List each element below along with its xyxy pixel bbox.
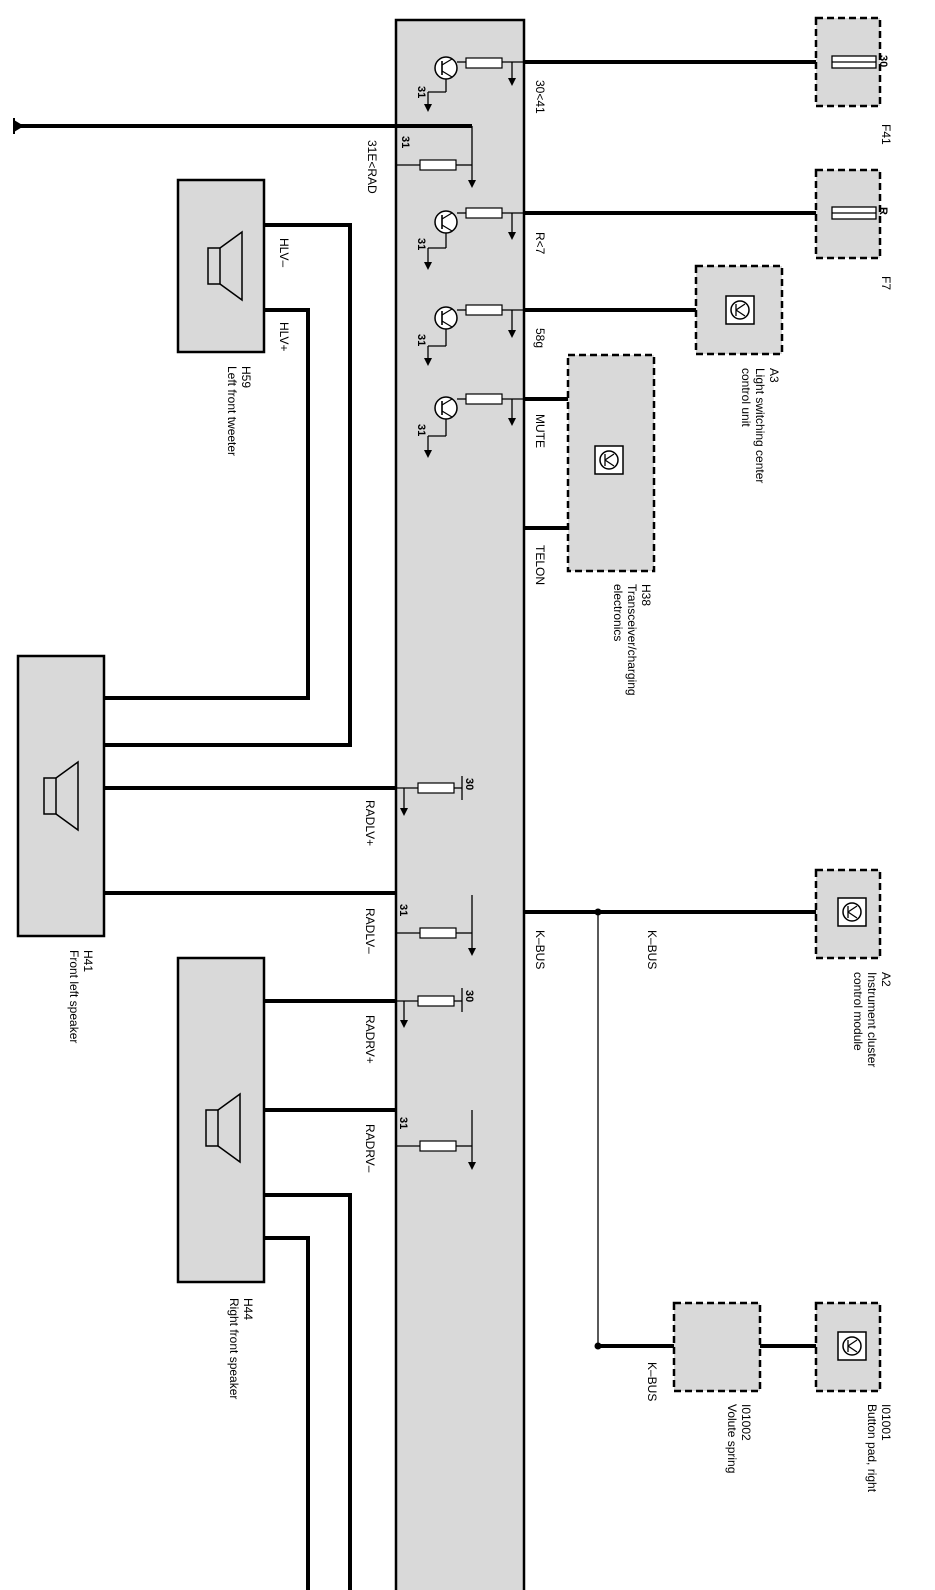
pin-label-radrv-plus: RADRV+ xyxy=(363,1015,377,1064)
gnd-31-b: 31 xyxy=(399,136,411,148)
bias-radlv-plus xyxy=(396,776,463,816)
speaker-h44 xyxy=(176,956,266,1284)
gnd-31-e: 31 xyxy=(415,424,427,436)
label-h44-line1: Right front speaker xyxy=(227,1298,241,1399)
wire-hlv-minus xyxy=(103,223,352,747)
wire-hlv-plus xyxy=(103,308,310,700)
wire-h44-out1 xyxy=(265,1193,352,1590)
label-a2-kbus: K–BUS xyxy=(645,930,659,969)
label-a2-line1: Instrument cluster xyxy=(865,972,879,1067)
output-stage-r7 xyxy=(424,207,524,270)
pin-label-31e-rad: 31E<RAD xyxy=(365,140,379,194)
gnd-31-f: 31 xyxy=(397,904,409,916)
gnd-31-a: 31 xyxy=(415,86,427,98)
pin-label-30-41: 30<41 xyxy=(533,80,547,114)
module-h38 xyxy=(566,353,656,573)
label-h59-line1: Left front tweeter xyxy=(225,366,239,456)
pin-label-58g: 58g xyxy=(533,328,547,348)
label-a2-line2: control module xyxy=(851,972,865,1051)
label-f7-id: F7 xyxy=(879,276,893,290)
ecu-icon xyxy=(837,1331,867,1361)
ecu-icon xyxy=(837,897,867,927)
label-h38-id: H38 xyxy=(639,584,653,606)
label-a3-line1: Light switching center xyxy=(753,368,767,483)
label-h38-line1: Transceiver/charging xyxy=(625,584,639,696)
ecu-icon xyxy=(594,445,624,475)
pin-label-telon: TELON xyxy=(533,545,547,585)
label-h41-line1: Front left speaker xyxy=(67,950,81,1043)
module-i01001 xyxy=(814,1301,882,1393)
label-h38-line2: electronics xyxy=(611,584,625,641)
module-a2 xyxy=(814,868,882,960)
pin-label-r7: R<7 xyxy=(533,232,547,255)
label-h41-id: H41 xyxy=(81,950,95,972)
wire-h44-out2 xyxy=(265,1236,310,1590)
module-a3 xyxy=(694,264,784,356)
fuse-f41 xyxy=(814,16,882,108)
ground-31e-rad xyxy=(396,130,476,188)
sup-30-b: 30 xyxy=(463,990,475,1002)
wire-label-hlv-plus: HLV+ xyxy=(277,322,291,351)
label-i01001-id: I01001 xyxy=(879,1404,893,1441)
gnd-31-g: 31 xyxy=(397,1117,409,1129)
pin-num-f7: R xyxy=(877,207,889,215)
pin-label-radrv-minus: RADRV– xyxy=(363,1124,377,1173)
label-i01002-kbus: K–BUS xyxy=(645,1362,659,1401)
pin-label-kbus: K–BUS xyxy=(533,930,547,969)
label-h44-id: H44 xyxy=(241,1298,255,1320)
sup-30-a: 30 xyxy=(463,778,475,790)
pin-label-mute: MUTE xyxy=(533,414,547,448)
wire-label-hlv-minus: HLV– xyxy=(277,238,291,267)
label-a2-id: A2 xyxy=(879,972,893,987)
fuse-f7 xyxy=(814,168,882,260)
gnd-31-c: 31 xyxy=(415,238,427,250)
label-i01002-id: I01002 xyxy=(739,1404,753,1441)
label-i01002-line1: Volute spring xyxy=(725,1404,739,1473)
output-stage-58g xyxy=(424,304,524,366)
bias-radlv-minus xyxy=(396,895,476,956)
output-stage-30-41 xyxy=(424,56,524,112)
label-h59-id: H59 xyxy=(239,366,253,388)
bias-radrv-plus xyxy=(396,988,463,1028)
label-i01001-line1: Button pad, right xyxy=(865,1404,879,1493)
label-a3-id: A3 xyxy=(767,368,781,383)
speaker-h41 xyxy=(16,654,106,938)
radio-module xyxy=(394,18,526,1590)
pin-label-radlv-minus: RADLV– xyxy=(363,908,377,954)
speaker-h59 xyxy=(176,178,266,354)
gnd-31-d: 31 xyxy=(415,334,427,346)
label-f41-id: F41 xyxy=(879,124,893,145)
pin-num-f41: 30 xyxy=(877,55,889,67)
ecu-icon xyxy=(725,295,755,325)
output-stage-mute xyxy=(424,393,524,458)
pin-label-radlv-plus: RADLV+ xyxy=(363,800,377,846)
bias-radrv-minus xyxy=(396,1110,476,1170)
module-i01002 xyxy=(672,1301,762,1393)
label-a3-line2: control unit xyxy=(739,368,753,427)
